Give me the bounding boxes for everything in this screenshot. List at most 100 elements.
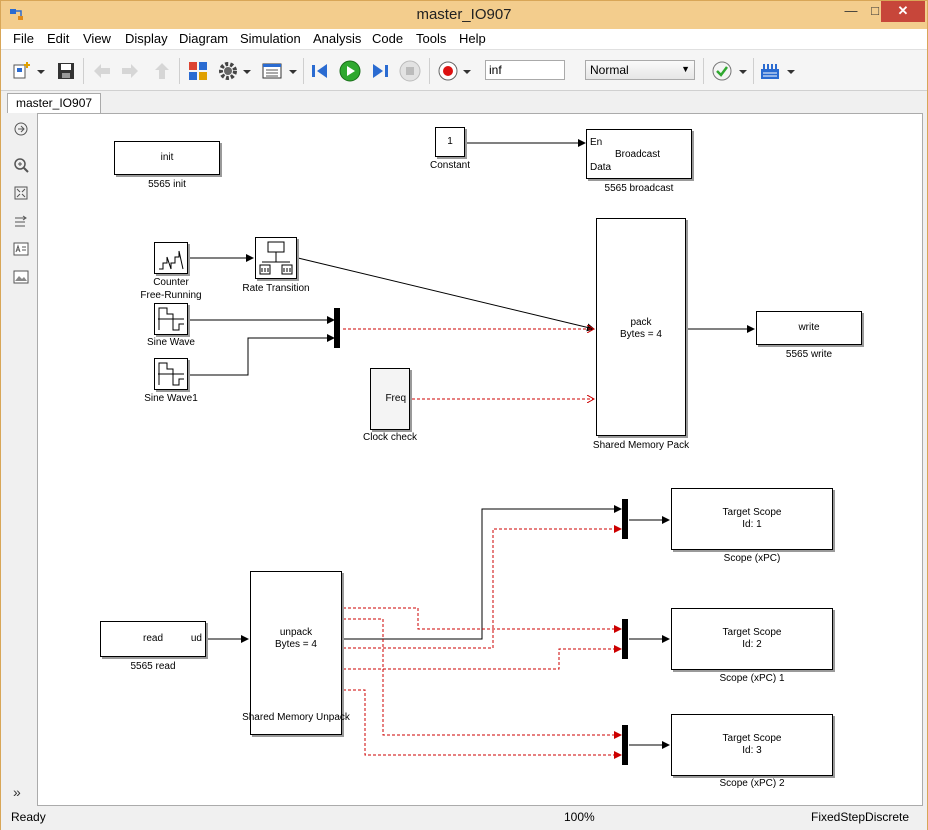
menu-file[interactable]: File (13, 31, 34, 46)
shared-memory-unpack-block[interactable]: unpack Bytes = 4 (250, 571, 342, 735)
read-port-ud: ud (190, 633, 202, 644)
menu-analysis[interactable]: Analysis (313, 31, 362, 46)
mux-block-scope-3[interactable] (622, 725, 628, 765)
chevron-down-icon[interactable] (241, 60, 253, 82)
toolbar-separator (703, 58, 704, 84)
stop-icon[interactable] (399, 60, 421, 82)
menu-tools[interactable]: Tools (416, 31, 447, 46)
menu-simulation[interactable]: Simulation (240, 31, 301, 46)
chevron-down-icon[interactable] (287, 60, 299, 82)
zoom-icon[interactable] (13, 157, 29, 173)
init-block[interactable]: init (114, 141, 220, 175)
mux-block-top[interactable] (334, 308, 340, 348)
model-canvas[interactable]: init 5565 init 1 Constant En Data Broadc… (37, 113, 923, 806)
tab-model[interactable]: master_IO907 (7, 93, 102, 113)
new-model-icon[interactable] (11, 60, 33, 82)
simulation-mode-select[interactable]: Normal ▼ (585, 60, 695, 80)
simulation-mode-value: Normal (590, 63, 629, 77)
clock-check-block[interactable]: Freq (370, 368, 410, 430)
menu-view[interactable]: View (83, 31, 111, 46)
step-forward-icon[interactable] (369, 60, 391, 82)
broadcast-block[interactable]: En Data Broadcast (586, 129, 692, 179)
scope-2-block[interactable]: Target Scope Id: 2 (671, 608, 833, 670)
broadcast-text: Broadcast (615, 149, 661, 160)
read-label: 5565 read (130, 661, 176, 672)
read-block[interactable]: read ud (100, 621, 206, 657)
write-text: write (798, 322, 820, 333)
chevron-down-icon: ▼ (681, 64, 690, 74)
scope-3-line-2: Id: 3 (742, 745, 762, 756)
constant-value: 1 (447, 136, 453, 147)
maximize-button[interactable]: □ (871, 3, 879, 18)
menu-edit[interactable]: Edit (47, 31, 70, 46)
constant-block[interactable]: 1 (435, 127, 465, 157)
chevron-down-icon[interactable] (737, 60, 749, 82)
scope-2-line-1: Target Scope (722, 627, 782, 638)
up-arrow-icon[interactable] (151, 60, 173, 82)
toolbar-separator (429, 58, 430, 84)
scope-1-block[interactable]: Target Scope Id: 1 (671, 488, 833, 550)
rate-transition-block[interactable] (255, 237, 297, 279)
pack-label: Shared Memory Pack (592, 440, 690, 451)
window-title: master_IO907 (416, 6, 512, 23)
minimize-button[interactable]: — (844, 3, 858, 18)
counter-label-1: Counter (153, 277, 189, 288)
rate-transition-label: Rate Transition (242, 283, 310, 294)
title-bar[interactable]: master_IO907 — □ ✕ (1, 1, 927, 29)
toolbar-separator (753, 58, 754, 84)
stop-time-input[interactable] (485, 60, 565, 80)
unpack-line-1: unpack (279, 627, 313, 638)
image-icon[interactable] (13, 269, 29, 285)
menu-code[interactable]: Code (372, 31, 404, 46)
library-browser-icon[interactable] (187, 60, 209, 82)
hide-show-browser-icon[interactable] (13, 121, 29, 137)
pack-line-1: pack (630, 317, 652, 328)
mux-block-scope-2[interactable] (622, 619, 628, 659)
sine-wave-block[interactable] (154, 303, 188, 335)
forward-arrow-icon[interactable] (119, 60, 141, 82)
chevron-down-icon[interactable] (785, 60, 797, 82)
close-button[interactable]: ✕ (881, 1, 925, 22)
mux-block-scope-1[interactable] (622, 499, 628, 539)
double-chevron-right-icon[interactable]: » (13, 784, 21, 800)
sine-wave1-block[interactable] (154, 358, 188, 390)
step-back-icon[interactable] (309, 60, 331, 82)
scope-1-line-2: Id: 1 (742, 519, 762, 530)
read-text: read (143, 633, 164, 644)
build-model-icon[interactable] (759, 60, 781, 82)
toolbar-separator (179, 58, 180, 84)
rate-transition-icon (259, 241, 293, 275)
palette-sidebar (1, 113, 37, 805)
back-arrow-icon[interactable] (91, 60, 113, 82)
menu-help[interactable]: Help (459, 31, 486, 46)
chevron-down-icon[interactable] (35, 60, 47, 82)
route-lines-icon[interactable] (13, 213, 29, 229)
scope-1-line-1: Target Scope (722, 507, 782, 518)
annotation-icon[interactable] (13, 241, 29, 257)
record-icon[interactable] (437, 60, 459, 82)
tab-strip: master_IO907 (1, 91, 927, 113)
save-icon[interactable] (55, 60, 77, 82)
pack-line-2: Bytes = 4 (620, 329, 662, 340)
constant-label: Constant (429, 160, 471, 171)
status-solver: FixedStepDiscrete (811, 810, 910, 824)
model-advisor-check-icon[interactable] (711, 60, 733, 82)
simulink-app-icon (10, 9, 23, 20)
scope-3-block[interactable]: Target Scope Id: 3 (671, 714, 833, 776)
gear-icon[interactable] (217, 60, 239, 82)
chevron-down-icon[interactable] (461, 60, 473, 82)
dashed-signal-lines (343, 329, 622, 759)
menu-bar: File Edit View Display Diagram Simulatio… (1, 29, 927, 49)
menu-display[interactable]: Display (125, 31, 168, 46)
write-block[interactable]: write (756, 311, 862, 345)
counter-block[interactable] (154, 242, 188, 274)
fit-to-view-icon[interactable] (13, 185, 29, 201)
model-explorer-icon[interactable] (261, 60, 283, 82)
clock-check-label: Clock check (363, 432, 417, 443)
scope-3-label: Scope (xPC) 2 (719, 778, 785, 789)
run-icon[interactable] (339, 60, 361, 82)
write-label: 5565 write (785, 349, 833, 360)
shared-memory-pack-block[interactable]: pack Bytes = 4 (596, 218, 686, 436)
menu-diagram[interactable]: Diagram (179, 31, 229, 46)
